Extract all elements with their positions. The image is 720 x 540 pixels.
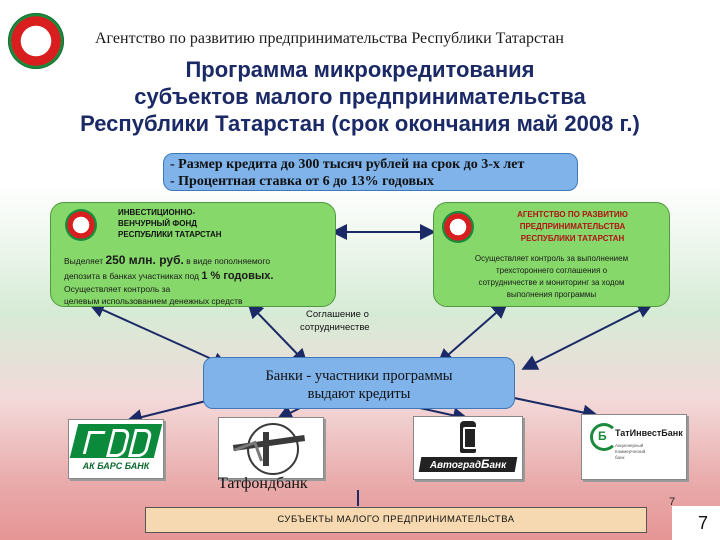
agency-title-line-2: ПРЕДПРИНИМАТЕЛЬСТВА bbox=[519, 222, 626, 231]
tatinvest-sub-3: банк bbox=[615, 455, 625, 460]
tatinvest-name: ТатИнвестБанк bbox=[615, 428, 683, 438]
title-line-1: Программа микрокредитования bbox=[185, 57, 535, 82]
fund-text-line-2: депозита в банках участниках под 1 % год… bbox=[64, 269, 339, 284]
fund-text-line-1: Выделяет 250 млн. руб. в виде пополняемо… bbox=[64, 253, 339, 269]
terms-line-1: - Размер кредита до 300 тысяч рублей на … bbox=[170, 157, 525, 172]
title-line-3: Республики Татарстан (срок окончания май… bbox=[80, 111, 640, 136]
fund-text-a: Выделяет bbox=[64, 256, 106, 266]
fund-title-line-3: РЕСПУБЛИКИ ТАТАРСТАН bbox=[118, 230, 222, 239]
agency-text-4: выполнения программы bbox=[506, 290, 597, 299]
avtogradbank-logo: АвтоградБанк bbox=[413, 416, 523, 480]
tatinvest-mark-icon bbox=[590, 423, 618, 451]
fund-text-d: депозита в банках участниках под bbox=[64, 271, 202, 281]
akbars-bank-logo: АК БАРС БАНК bbox=[68, 419, 164, 479]
banks-participants-box: Банки - участники программы выдают креди… bbox=[203, 357, 515, 409]
terms-line-2: - Процентная ставка от 6 до 13% годовых bbox=[170, 174, 434, 189]
avtograd-name-main: Автоград bbox=[429, 460, 481, 471]
arrow-agency-banks-right bbox=[521, 303, 654, 370]
page-number-small: 7 bbox=[669, 496, 676, 508]
fund-amount: 250 млн. руб. bbox=[105, 253, 184, 267]
loan-terms-box: - Размер кредита до 300 тысяч рублей на … bbox=[163, 153, 578, 191]
fund-rate: 1 % годовых. bbox=[201, 270, 274, 282]
banks-box-line-2: выдают кредиты bbox=[307, 386, 411, 402]
akbars-name: АК БАРС БАНК bbox=[82, 461, 150, 471]
arrow-to-tatfond bbox=[276, 405, 301, 420]
fund-text-g: целевым использованием денежных средств bbox=[64, 296, 243, 306]
tatarstan-emblem-icon bbox=[8, 13, 64, 69]
agency-emblem-icon bbox=[442, 211, 474, 243]
fund-emblem-icon bbox=[65, 209, 97, 241]
tatinvest-sub-1: Акционерный bbox=[615, 443, 644, 448]
avtograd-name-suffix: анк bbox=[489, 460, 507, 471]
arrow-fund-banks-left bbox=[88, 302, 229, 368]
arrow-fund-banks bbox=[247, 302, 308, 365]
agency-box: АГЕНТСТВО ПО РАЗВИТИЮ ПРЕДПРИНИМАТЕЛЬСТВ… bbox=[433, 202, 670, 307]
fund-title-line-1: ИНВЕСТИЦИОННО- bbox=[118, 208, 196, 217]
page-number: 7 bbox=[672, 506, 720, 540]
tatfondbank-caption: Татфондбанк bbox=[218, 475, 308, 492]
tatinvest-sub: Акционерный Коммерческий банк bbox=[615, 443, 645, 461]
agency-header: Агентство по развитию предпринимательств… bbox=[95, 30, 564, 47]
tatfondbank-logo bbox=[218, 417, 324, 479]
small-business-subjects-box: СУБЪЕКТЫ МАЛОГО ПРЕДПРИНИМАТЕЛЬСТВА bbox=[145, 507, 647, 533]
fund-title-line-2: ВЕНЧУРНЫЙ ФОНД bbox=[118, 219, 197, 228]
tatfond-mark-icon bbox=[247, 423, 299, 475]
avtograd-shield-icon bbox=[460, 421, 477, 453]
agency-title-line-3: РЕСПУБЛИКИ ТАТАРСТАН bbox=[520, 234, 625, 243]
avtograd-name: АвтоградБанк bbox=[429, 457, 507, 471]
title-line-2: субъектов малого предпринимательства bbox=[134, 84, 586, 109]
agreement-line-2: сотрудничестве bbox=[300, 322, 370, 333]
fund-text-f: Осуществляет контроль за bbox=[64, 284, 171, 294]
agency-box-title: АГЕНТСТВО ПО РАЗВИТИЮ ПРЕДПРИНИМАТЕЛЬСТВ… bbox=[480, 209, 665, 245]
program-title: Программа микрокредитования субъектов ма… bbox=[0, 56, 720, 137]
agency-text-1: Осуществляет контроль за выполнением bbox=[474, 254, 629, 263]
fund-description: Выделяет 250 млн. руб. в виде пополняемо… bbox=[64, 253, 339, 308]
fund-title: ИНВЕСТИЦИОННО- ВЕНЧУРНЫЙ ФОНД РЕСПУБЛИКИ… bbox=[118, 207, 222, 240]
agency-title-line-1: АГЕНТСТВО ПО РАЗВИТИЮ bbox=[517, 210, 628, 219]
tatinvest-sub-2: Коммерческий bbox=[615, 449, 646, 454]
akbars-mark-icon bbox=[69, 424, 163, 458]
agreement-line-1: Соглашение о bbox=[306, 309, 369, 320]
agency-text-2: трехстороннего соглашения о bbox=[495, 266, 608, 275]
agency-text-3: сотрудничестве и мониторинг за ходом bbox=[478, 278, 625, 287]
arrow-to-tatinvest bbox=[499, 394, 599, 421]
agreement-label: Соглашение о сотрудничестве bbox=[300, 308, 420, 334]
fund-text-c: в виде пополняемого bbox=[183, 256, 271, 266]
tatinvestbank-logo: Б ТатИнвестБанк Акционерный Коммерческий… bbox=[581, 414, 687, 480]
agency-description: Осуществляет контроль за выполнением тре… bbox=[434, 253, 669, 301]
banks-box-line-1: Банки - участники программы bbox=[265, 368, 453, 384]
arrow-agency-banks bbox=[436, 302, 509, 365]
investment-fund-box: ИНВЕСТИЦИОННО- ВЕНЧУРНЫЙ ФОНД РЕСПУБЛИКИ… bbox=[50, 202, 336, 307]
